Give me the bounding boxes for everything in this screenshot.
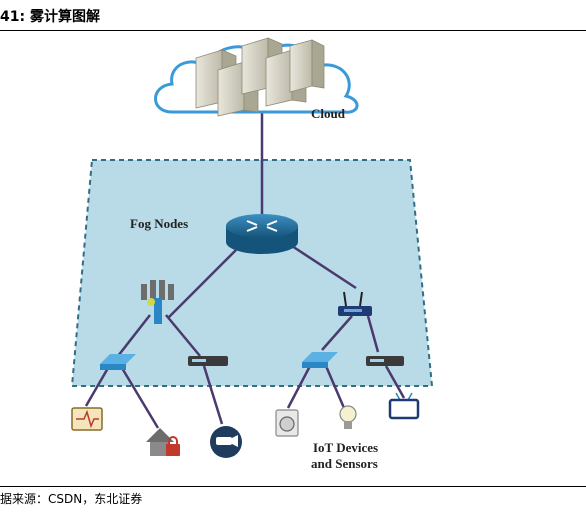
light-bulb-icon (339, 405, 357, 429)
medical-monitor-icon (71, 407, 103, 431)
bottom-rule (0, 486, 586, 487)
cloud-label: Cloud (311, 106, 346, 121)
top-rule (0, 30, 586, 31)
wifi-router-icon (338, 291, 372, 316)
cell-tower-icon (141, 280, 174, 324)
smart-home-lock-icon (146, 428, 180, 456)
figure-source: 据来源：CSDN，东北证券 (0, 492, 143, 506)
washing-machine-icon (275, 409, 299, 437)
gateway-device-icon (366, 356, 404, 366)
fog-nodes-label: Fog Nodes (130, 216, 188, 231)
iot-devices-label: IoT Devices (313, 440, 378, 455)
network-links (84, 112, 406, 429)
tv-icon (388, 392, 420, 420)
server-rack-icon (195, 37, 325, 117)
router-icon (226, 214, 298, 254)
iot-sensors-label: and Sensors (311, 456, 378, 471)
figure-title: 41: 雾计算图解 (0, 9, 100, 25)
gateway-device-icon (188, 356, 228, 366)
network-switch-icon (100, 354, 136, 370)
fog-region (70, 159, 434, 387)
network-switch-icon (302, 352, 338, 368)
security-camera-icon (210, 426, 242, 458)
